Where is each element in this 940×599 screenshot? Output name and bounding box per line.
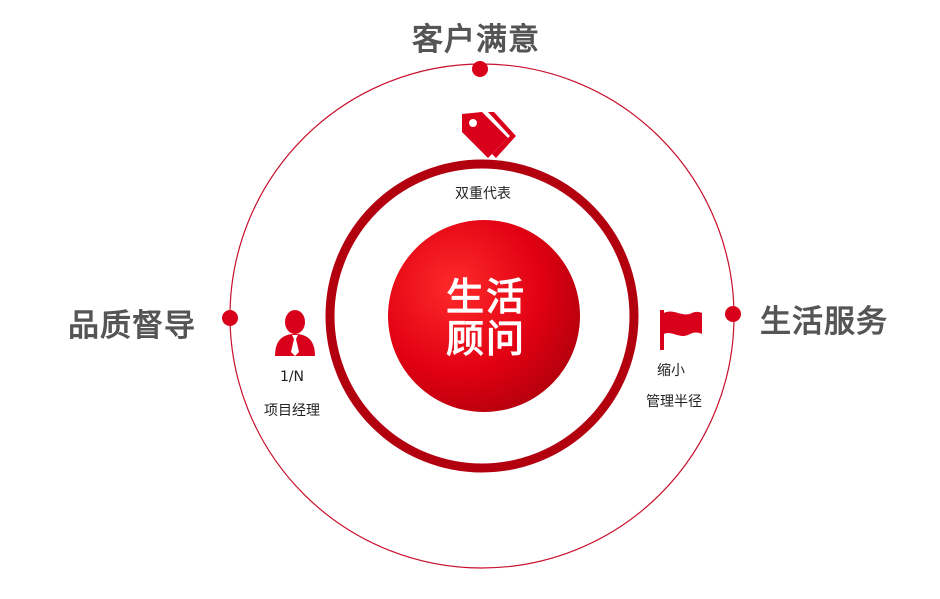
label-reduce: 缩小 (657, 363, 685, 379)
person-icon (275, 310, 315, 356)
left-dot (222, 310, 238, 326)
label-one-over-n: 1/N (279, 369, 305, 385)
label-management-radius: 管理半径 (646, 394, 702, 410)
center-circle (388, 220, 580, 412)
label-life-service: 生活服务 (760, 304, 888, 340)
price-tag-icon (462, 112, 516, 158)
flag-icon (660, 310, 702, 350)
label-quality-supervision: 品质督导 (68, 308, 196, 344)
center-title-line2: 顾问 (445, 317, 526, 361)
label-customer-satisfaction: 客户满意 (412, 22, 540, 58)
center-title: 生活 顾问 (390, 276, 582, 360)
right-dot (725, 306, 741, 322)
label-dual-representative: 双重代表 (455, 186, 511, 202)
center-title-line1: 生活 (445, 275, 526, 319)
label-project-manager: 项目经理 (264, 403, 320, 419)
top-dot (472, 61, 488, 77)
inner-ring (325, 159, 639, 473)
